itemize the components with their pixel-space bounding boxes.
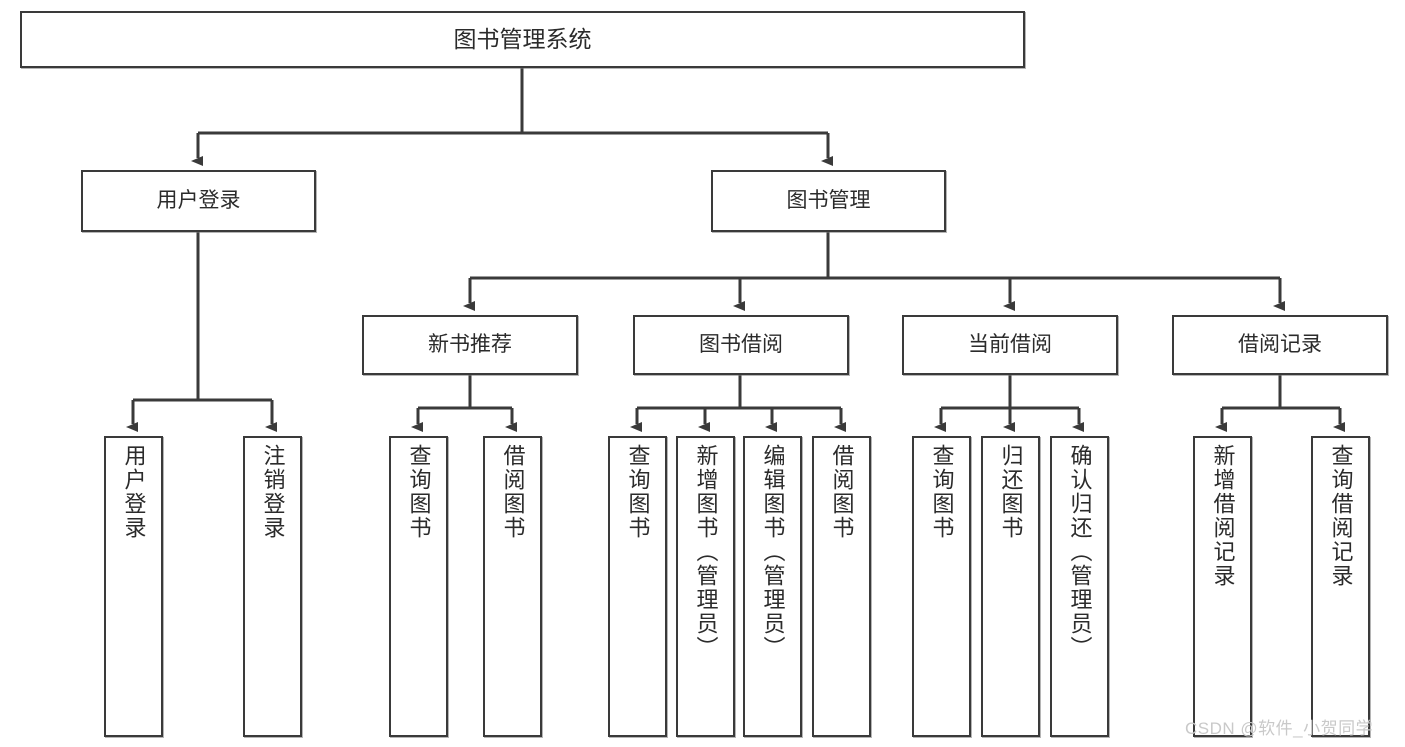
node-leaf-borrow-book-2-label: 借阅图书 [829, 444, 855, 540]
node-root-label: 图书管理系统 [453, 25, 592, 52]
node-book-manage[interactable]: 图书管理 [711, 170, 946, 232]
node-book-borrow-label: 图书借阅 [699, 333, 783, 357]
node-leaf-query-record[interactable]: 查询借阅记录 [1311, 436, 1370, 737]
node-new-book-rec[interactable]: 新书推荐 [362, 315, 578, 375]
node-leaf-return-book-label: 归还图书 [998, 444, 1024, 540]
node-leaf-query-book-1-label: 查询图书 [406, 444, 432, 540]
node-leaf-borrow-book-1-label: 借阅图书 [500, 444, 526, 540]
node-leaf-borrow-book-1[interactable]: 借阅图书 [483, 436, 542, 737]
node-leaf-query-record-label: 查询借阅记录 [1328, 444, 1354, 588]
node-leaf-user-login[interactable]: 用户登录 [104, 436, 163, 737]
node-new-book-rec-label: 新书推荐 [428, 333, 512, 357]
node-leaf-confirm-return[interactable]: 确认归还（管理员） [1050, 436, 1109, 737]
node-borrow-record[interactable]: 借阅记录 [1172, 315, 1388, 375]
node-book-manage-label: 图书管理 [786, 189, 871, 213]
node-book-borrow[interactable]: 图书借阅 [633, 315, 849, 375]
node-borrow-record-label: 借阅记录 [1238, 333, 1322, 357]
node-leaf-add-book[interactable]: 新增图书（管理员） [676, 436, 735, 737]
node-leaf-query-book-3[interactable]: 查询图书 [912, 436, 971, 737]
node-leaf-user-logout-label: 注销登录 [260, 444, 286, 540]
node-current-borrow[interactable]: 当前借阅 [902, 315, 1118, 375]
node-leaf-return-book[interactable]: 归还图书 [981, 436, 1040, 737]
node-leaf-query-book-2-label: 查询图书 [625, 444, 651, 540]
node-leaf-edit-book-label: 编辑图书（管理员） [760, 444, 786, 660]
node-leaf-query-book-1[interactable]: 查询图书 [389, 436, 448, 737]
node-leaf-borrow-book-2[interactable]: 借阅图书 [812, 436, 871, 737]
csdn-watermark: CSDN @软件_小贺同学 [1185, 719, 1374, 738]
node-leaf-edit-book[interactable]: 编辑图书（管理员） [743, 436, 802, 737]
node-current-borrow-label: 当前借阅 [968, 333, 1052, 357]
node-leaf-add-record[interactable]: 新增借阅记录 [1193, 436, 1252, 737]
node-leaf-confirm-return-label: 确认归还（管理员） [1067, 444, 1093, 660]
node-leaf-add-record-label: 新增借阅记录 [1210, 444, 1236, 588]
node-leaf-query-book-3-label: 查询图书 [929, 444, 955, 540]
node-leaf-query-book-2[interactable]: 查询图书 [608, 436, 667, 737]
node-user-login[interactable]: 用户登录 [81, 170, 316, 232]
node-leaf-add-book-label: 新增图书（管理员） [693, 444, 719, 660]
node-root[interactable]: 图书管理系统 [20, 11, 1025, 68]
node-leaf-user-logout[interactable]: 注销登录 [243, 436, 302, 737]
node-leaf-user-login-label: 用户登录 [121, 444, 147, 540]
node-user-login-label: 用户登录 [156, 189, 241, 213]
